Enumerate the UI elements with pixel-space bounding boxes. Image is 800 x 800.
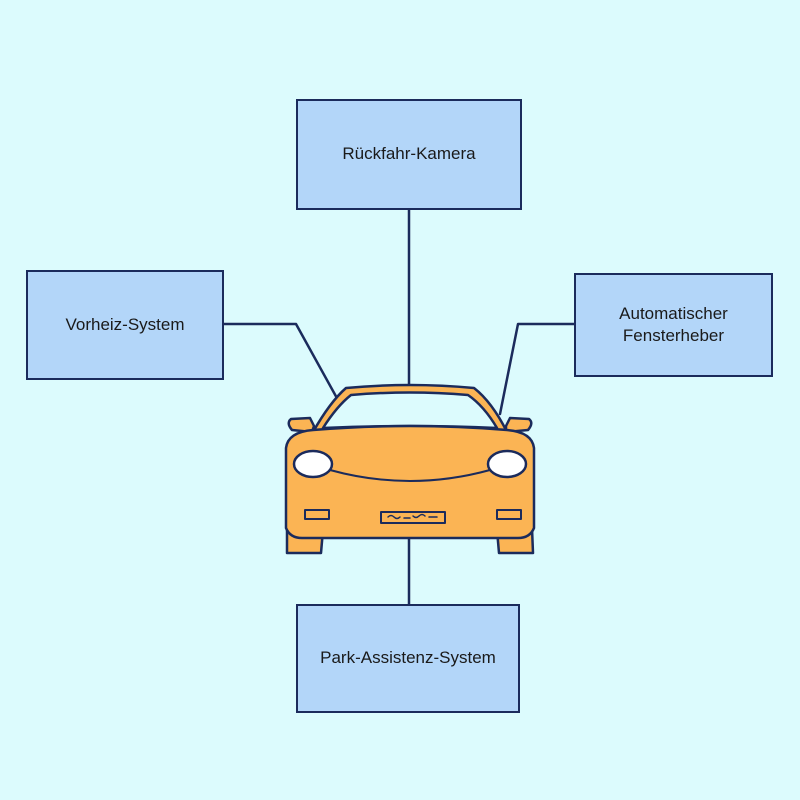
car-mirror-left: [287, 416, 316, 434]
feature-label-right: Automatischer Fensterheber: [619, 303, 728, 345]
car-foglight-right: [496, 509, 522, 520]
car-illustration: [284, 383, 536, 555]
car-license-plate: [380, 511, 446, 524]
feature-box-park-assistenz: Park-Assistenz-System: [296, 604, 520, 713]
car-hood-line: [329, 469, 491, 482]
feature-label-bottom: Park-Assistenz-System: [320, 648, 496, 668]
car-headlight-right: [486, 449, 528, 479]
feature-box-vorheiz-system: Vorheiz-System: [26, 270, 224, 380]
car-plate-scribble: [387, 513, 438, 520]
connector-right: [498, 322, 576, 416]
feature-label-top: Rückfahr-Kamera: [342, 144, 476, 164]
car-headlight-left: [292, 449, 334, 479]
feature-box-rueckfahr-kamera: Rückfahr-Kamera: [296, 99, 522, 210]
feature-box-fensterheber: Automatischer Fensterheber: [574, 273, 773, 377]
connector-left: [222, 322, 340, 402]
feature-label-left: Vorheiz-System: [65, 314, 185, 334]
car-mirror-right: [504, 416, 533, 434]
car-windshield: [321, 391, 499, 430]
car-foglight-left: [304, 509, 330, 520]
